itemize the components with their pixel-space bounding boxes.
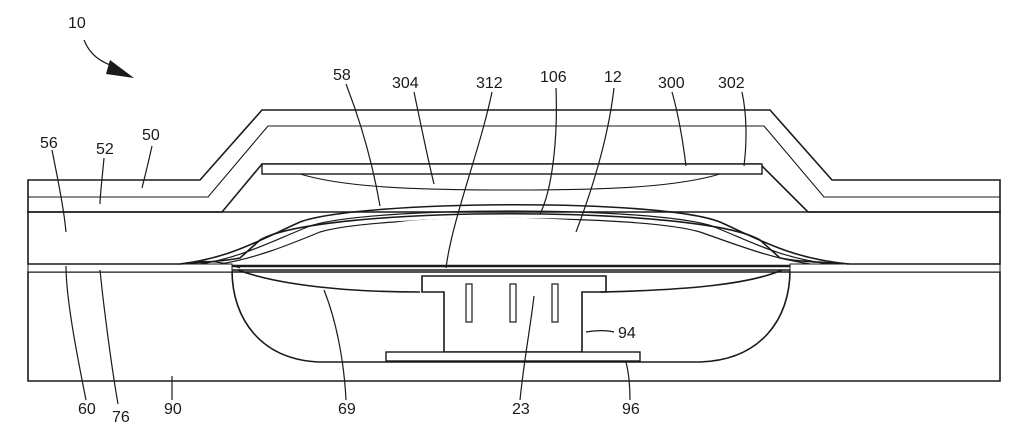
label-23: 23 <box>512 401 530 418</box>
actuator-fins <box>465 283 559 323</box>
base-substrate <box>27 271 1001 382</box>
label-60: 60 <box>78 401 96 418</box>
label-69: 69 <box>338 401 356 418</box>
label-300: 300 <box>658 75 685 92</box>
label-52: 52 <box>96 141 114 158</box>
leader-lines <box>51 83 747 405</box>
reference-arrow-head <box>106 60 134 78</box>
middle-layer <box>27 211 1001 265</box>
top-cover-inner-line <box>28 125 1000 198</box>
label-302: 302 <box>718 75 745 92</box>
label-304: 304 <box>392 75 419 92</box>
lower-cavity <box>231 269 791 363</box>
lens-body <box>232 217 790 266</box>
layer-76-band-right <box>789 263 1001 273</box>
bottom-electrode <box>385 351 641 362</box>
label-94: 94 <box>618 325 636 342</box>
label-96: 96 <box>622 401 640 418</box>
membrane-outer <box>179 203 849 265</box>
label-90: 90 <box>164 401 182 418</box>
top-plate <box>261 163 763 175</box>
label-76: 76 <box>112 409 130 426</box>
lower-membrane-right <box>599 269 783 293</box>
label-10: 10 <box>68 15 86 32</box>
membrane-mid <box>199 210 831 265</box>
label-50: 50 <box>142 127 160 144</box>
layer-60-band <box>27 263 233 273</box>
upper-cavity <box>299 173 721 191</box>
lower-membrane <box>237 269 421 293</box>
label-106: 106 <box>540 69 567 86</box>
label-58: 58 <box>333 67 351 84</box>
label-12: 12 <box>604 69 622 86</box>
label-56: 56 <box>40 135 58 152</box>
label-312: 312 <box>476 75 503 92</box>
top-cover <box>27 109 1001 213</box>
